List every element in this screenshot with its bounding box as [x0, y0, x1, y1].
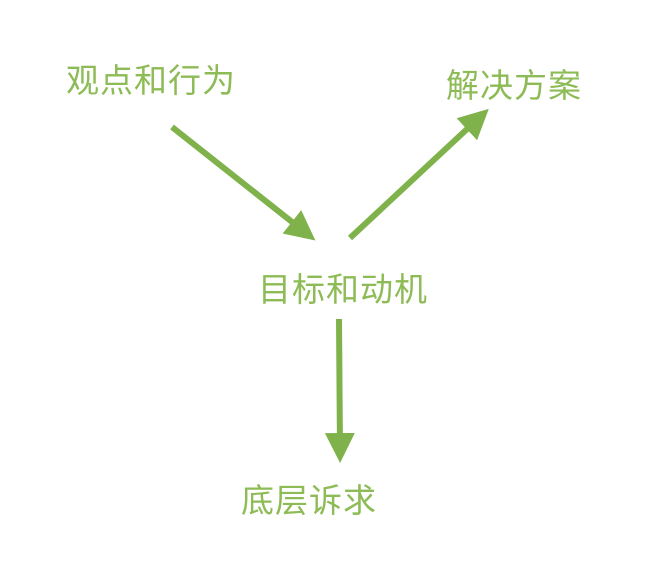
- node-goals-and-motivations: 目标和动机: [258, 270, 428, 309]
- arrow-goals-to-needs: [324, 318, 355, 463]
- arrow-views-to-goals: [170, 124, 316, 241]
- node-underlying-needs: 底层诉求: [241, 481, 377, 520]
- arrow-goals-to-solutions: [347, 108, 489, 241]
- node-solutions: 解决方案: [446, 66, 582, 105]
- node-views-and-behaviors: 观点和行为: [66, 61, 236, 100]
